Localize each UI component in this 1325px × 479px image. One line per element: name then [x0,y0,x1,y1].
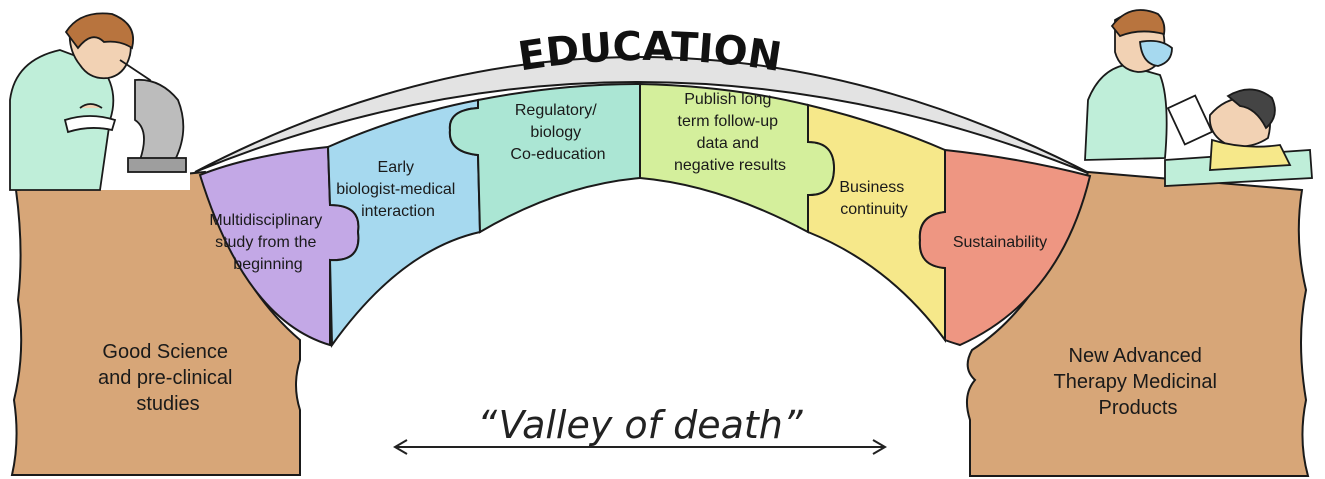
puzzle-piece-regulatory [448,82,641,234]
double-arrow-icon [393,439,887,455]
piece-label-business-continuity: Business continuity [839,179,908,218]
piece-label-sustainability: Sustainability [953,234,1047,251]
scientist-with-microscope-icon [9,12,190,191]
right-cliff [965,170,1310,477]
piece-label-publish-results: Publish long term follow-up data and neg… [674,91,786,174]
left-cliff-label: Good Science and pre-clinical studies [98,341,238,415]
puzzle-piece-sustainability [918,148,1092,347]
piece-label-multidisciplinary: Multidisciplinary study from the beginni… [209,212,326,273]
piece-label-regulatory: Regulatory/ biology Co-education [510,102,605,163]
right-cliff-label: New Advanced Therapy Medicinal Products [1054,345,1223,419]
piece-label-early-interaction: Early biologist-medical interaction [336,159,460,220]
doctor-with-patient-icon [1084,9,1313,187]
valley-of-death-label: “Valley of death” [477,403,802,447]
